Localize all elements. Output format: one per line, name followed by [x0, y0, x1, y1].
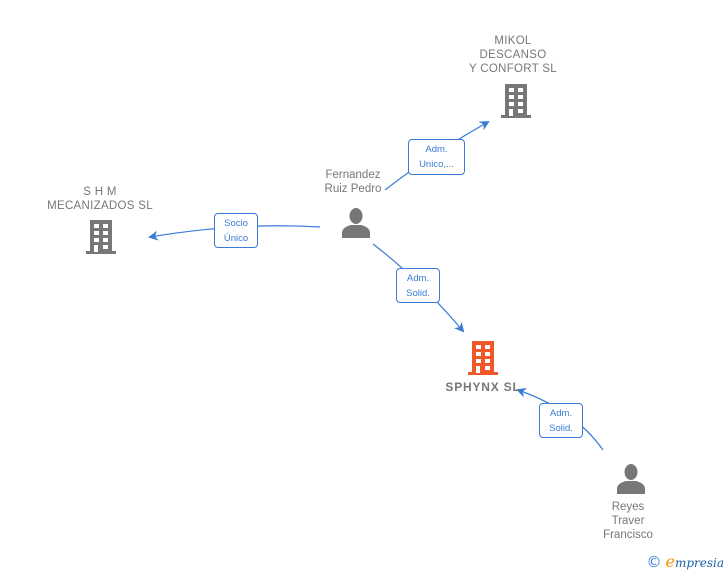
edge-label-line: Adm. [549, 408, 573, 419]
empresia-footer: © empresia [646, 552, 724, 571]
edge-label-line: Socio [224, 218, 248, 229]
person-icon[interactable] [616, 464, 646, 494]
node-label-reyes[interactable]: Reyes Traver Francisco [603, 501, 653, 541]
node-label-mikol[interactable]: MIKOL DESCANSO Y CONFORT SL [469, 35, 557, 75]
copyright-icon: © [646, 552, 662, 571]
edge-label-line: Solid. [549, 423, 573, 434]
empresia-logo[interactable]: empresia [665, 552, 724, 571]
building-icon[interactable] [86, 220, 116, 254]
edge-label-line: Adm. [425, 144, 448, 155]
brand-rest: mpresia [674, 556, 724, 570]
brand-initial: e [665, 552, 675, 571]
edge-label-line: Único [223, 233, 249, 244]
node-label-fernandez[interactable]: Fernandez Ruiz Pedro [324, 169, 382, 195]
node-label-shm[interactable]: S H M MECANIZADOS SL [47, 186, 153, 212]
building-icon[interactable] [501, 84, 531, 118]
edge-label-line: Adm. [406, 273, 430, 284]
building-icon-focus[interactable] [468, 341, 498, 375]
edge-label-fernandez-sphynx[interactable]: Adm. Solid. [396, 268, 440, 303]
edge-label-fernandez-shm[interactable]: Socio Único [214, 213, 258, 248]
edge-label-fernandez-mikol[interactable]: Adm. Unico,... [408, 139, 465, 175]
edge-label-line: Solid. [406, 288, 430, 299]
edge-label-line: Unico,... [419, 159, 454, 170]
node-label-sphynx[interactable]: SPHYNX SL [445, 380, 521, 394]
person-icon[interactable] [341, 208, 371, 238]
edge-label-reyes-sphynx[interactable]: Adm. Solid. [539, 403, 583, 438]
